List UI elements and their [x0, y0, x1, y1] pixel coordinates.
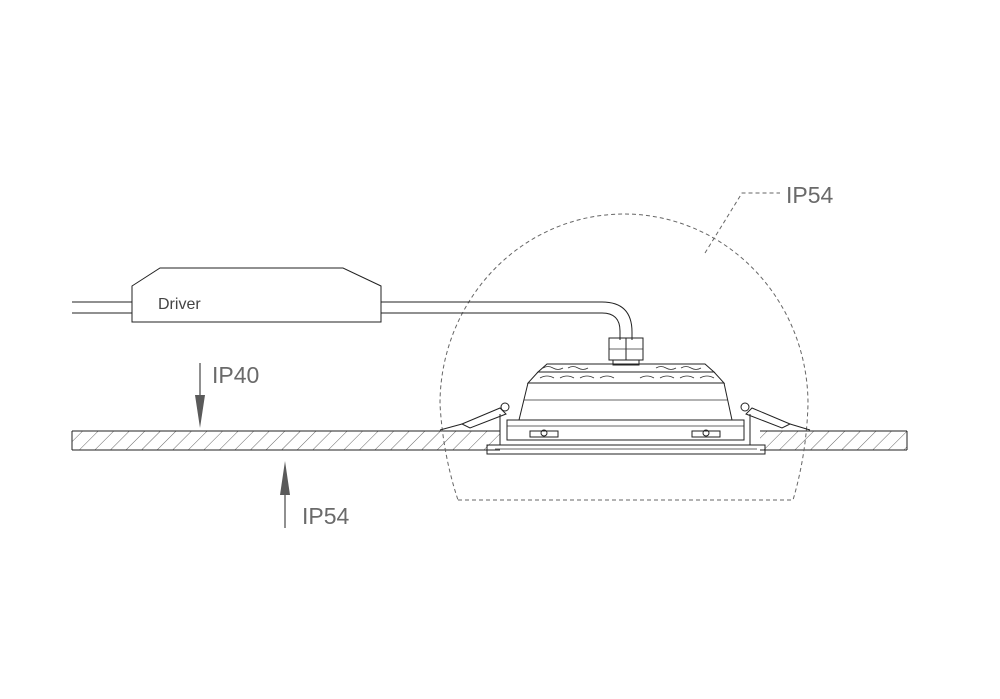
- ip54-enclosure-label: IP54: [786, 182, 834, 208]
- driver-input-cable: [72, 301, 132, 314]
- spring-clip-left: [439, 402, 510, 445]
- arrow-up-icon: [280, 461, 290, 528]
- ip54-leader-line: [704, 192, 780, 254]
- driver-label: Driver: [158, 296, 201, 313]
- driver-box: [131, 267, 382, 323]
- ip40-above-ceiling-label: IP40: [212, 362, 259, 388]
- spring-clip-right: [740, 402, 811, 445]
- cable-gland: [608, 337, 644, 366]
- ip54-zone-outline: [439, 213, 809, 501]
- driver-output-cable: [381, 301, 633, 340]
- arrow-down-icon: [195, 363, 205, 428]
- ip54-below-ceiling-label: IP54: [302, 503, 350, 529]
- downlight-housing: [486, 363, 766, 455]
- ceiling-slab: [71, 430, 908, 451]
